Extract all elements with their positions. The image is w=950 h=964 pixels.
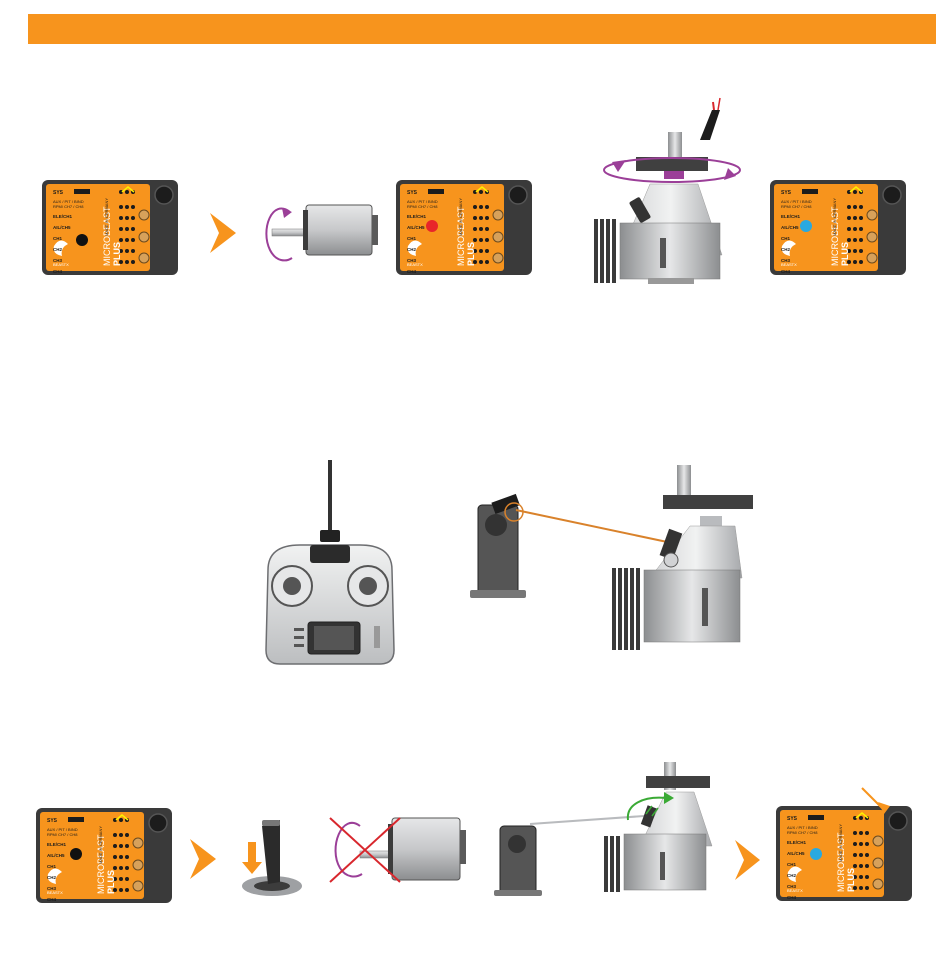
device-brand-label: MICROBEAST — [830, 206, 840, 266]
device-port-label: CH3 — [407, 258, 416, 263]
device-brand-plus: PLUS — [112, 242, 122, 266]
arrow-right-icon — [735, 840, 760, 880]
device-aux-label: AUX / PIT / BIND — [53, 199, 84, 204]
device-port-label: CH2 — [47, 875, 56, 880]
device-brand-plus: PLUS — [840, 242, 850, 266]
device-made-in-label: MADE IN GERMANY — [832, 198, 837, 236]
device-port-label: AIL/CH5 — [47, 853, 65, 858]
device-port-label: CH1 — [407, 236, 416, 241]
device-port-label: CH2 — [787, 873, 796, 878]
status-led-blue — [800, 220, 812, 232]
device-port-label: AIL/CH5 — [781, 225, 799, 230]
device-beastx-label: BEASTX — [47, 890, 63, 895]
device-port-label: CH4 — [47, 897, 56, 902]
device-beastx-label: BEASTX — [53, 262, 69, 267]
device-port-label: CH4 — [781, 269, 790, 274]
device-rpm-label: RPM/ CH7 / CH8 — [47, 832, 78, 837]
rotation-arrow-icon — [334, 822, 363, 878]
device-sys-label: SYS — [787, 816, 798, 822]
device-sys-label: SYS — [781, 190, 792, 196]
servo-icon-2 — [494, 825, 542, 896]
device-port-label: CH3 — [53, 258, 62, 263]
device-rpm-label: RPM/ CH7 / CH8 — [53, 204, 84, 209]
device-brand-label: MICROBEAST — [96, 834, 106, 894]
radio-transmitter-icon — [265, 460, 395, 665]
device-rpm-label: RPM/ CH7 / CH8 — [781, 204, 812, 209]
arrow-right-icon — [210, 213, 236, 253]
device-port-label: CH2 — [407, 247, 416, 252]
device-port-label: CH1 — [781, 236, 790, 241]
throttle-down-arrow-icon — [242, 842, 262, 874]
device-made-in-label: MADE IN GERMANY — [104, 198, 109, 236]
device-brand-plus: PLUS — [846, 868, 856, 892]
servo-rod-line — [529, 815, 645, 825]
device-brand-label: MICROBEAST — [102, 206, 112, 266]
rotation-arrow-icon — [265, 207, 293, 262]
device-port-label: CH2 — [781, 247, 790, 252]
device-port-label: CH3 — [787, 884, 796, 889]
engine-icon-3 — [604, 762, 713, 892]
engine-icon-2 — [612, 465, 753, 650]
device-aux-label: AUX / PIT / BIND — [787, 825, 818, 830]
device-port-label: AIL/CH5 — [787, 851, 805, 856]
device-brand-plus: PLUS — [466, 242, 476, 266]
device-port-label: ELE/CH1 — [47, 842, 67, 847]
device-port-label: ELE/CH1 — [53, 214, 73, 219]
device-rpm-label: RPM/ CH7 / CH8 — [787, 830, 818, 835]
device-port-label: CH1 — [53, 236, 62, 241]
status-led-black — [76, 234, 88, 246]
device-port-label: ELE/CH1 — [787, 840, 807, 845]
cross-out-icon — [329, 817, 401, 883]
device-port-label: ELE/CH1 — [781, 214, 801, 219]
device-brand-plus: PLUS — [106, 870, 116, 894]
device-brand-label: MICROBEAST — [456, 206, 466, 266]
device-made-in-label: MADE IN GERMANY — [98, 826, 103, 864]
device-made-in-label: MADE IN GERMANY — [458, 198, 463, 236]
top-color-bar — [28, 14, 936, 44]
device-port-label: CH2 — [53, 247, 62, 252]
device-beastx-label: BEASTX — [781, 262, 797, 267]
rotation-ring-icon — [603, 157, 741, 183]
device-port-label: AIL/CH5 — [407, 225, 425, 230]
device-port-label: CH4 — [407, 269, 416, 274]
device-port-label: AIL/CH5 — [53, 225, 71, 230]
device-aux-label: AUX / PIT / BIND — [47, 827, 78, 832]
device-made-in-label: MADE IN GERMANY — [838, 824, 843, 862]
device-port-label: CH1 — [787, 862, 796, 867]
device-port-label: ELE/CH1 — [407, 214, 427, 219]
servo-rod-line — [515, 509, 673, 544]
electric-motor-icon-2 — [359, 817, 466, 881]
device-aux-label: AUX / PIT / BIND — [407, 199, 438, 204]
status-led-blue-2 — [810, 848, 822, 860]
throttle-stick-icon — [242, 820, 302, 896]
device-sys-label: SYS — [53, 190, 64, 196]
electric-motor-icon — [271, 204, 378, 256]
device-rpm-label: RPM/ CH7 / CH8 — [407, 204, 438, 209]
device-beastx-label: BEASTX — [787, 888, 803, 893]
arrow-right-icon — [190, 839, 216, 879]
device-port-label: CH1 — [47, 864, 56, 869]
device-sys-label: SYS — [407, 190, 418, 196]
status-led-black-2 — [70, 848, 82, 860]
device-port-label: CH4 — [787, 895, 796, 900]
servo-icon-1 — [470, 493, 526, 598]
device-port-label: CH3 — [781, 258, 790, 263]
green-rotation-arrow-icon — [626, 796, 667, 821]
engine-icon-1 — [594, 97, 723, 284]
device-brand-label: MICROBEAST — [836, 832, 846, 892]
device-aux-label: AUX / PIT / BIND — [781, 199, 812, 204]
device-port-label: CH3 — [47, 886, 56, 891]
device-sys-label: SYS — [47, 818, 58, 824]
device-port-label: CH4 — [53, 269, 62, 274]
device-beastx-label: BEASTX — [407, 262, 423, 267]
antenna-icon — [328, 460, 332, 540]
status-led-red — [426, 220, 438, 232]
